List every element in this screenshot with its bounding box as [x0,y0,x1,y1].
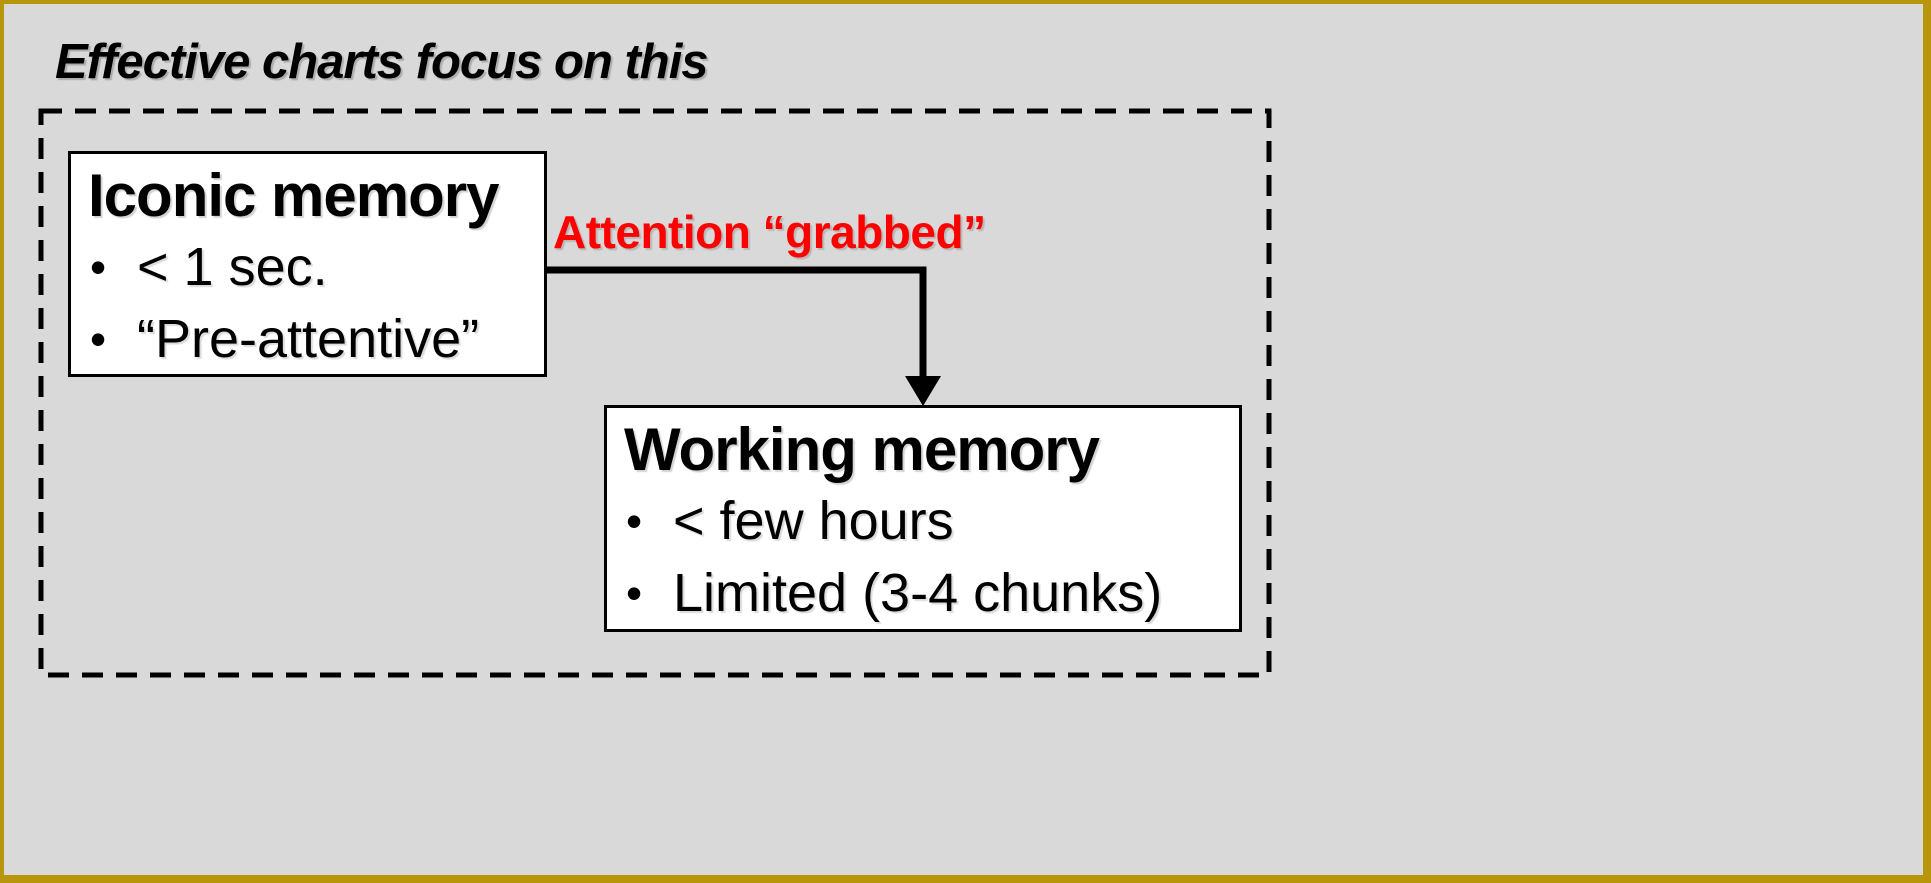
bullet-icon: • [90,241,107,293]
list-item: • < 1 sec. [88,231,544,303]
attention-grabbed-label: Attention “grabbed” [553,206,986,258]
working-memory-box: Working memory • < few hours • Limited (… [604,405,1242,632]
iconic-memory-box: Iconic memory • < 1 sec. • “Pre-attentiv… [68,151,547,377]
list-item: • < few hours [624,485,1239,557]
working-memory-title: Working memory [624,416,1100,483]
bullet-icon: • [626,567,643,619]
bullet-text: Limited (3-4 chunks) [673,563,1163,623]
list-item: • Limited (3-4 chunks) [624,557,1239,629]
connector-line [545,266,927,384]
list-item: • “Pre-attentive” [88,303,544,375]
slide-title: Effective charts focus on this [55,35,709,89]
arrowhead-icon [905,376,941,406]
bullet-text: “Pre-attentive” [137,309,480,369]
bullet-text: < few hours [673,491,954,551]
iconic-memory-title: Iconic memory [88,162,500,229]
bullet-text: < 1 sec. [137,237,328,297]
bullet-icon: • [626,495,643,547]
bullet-icon: • [90,313,107,365]
